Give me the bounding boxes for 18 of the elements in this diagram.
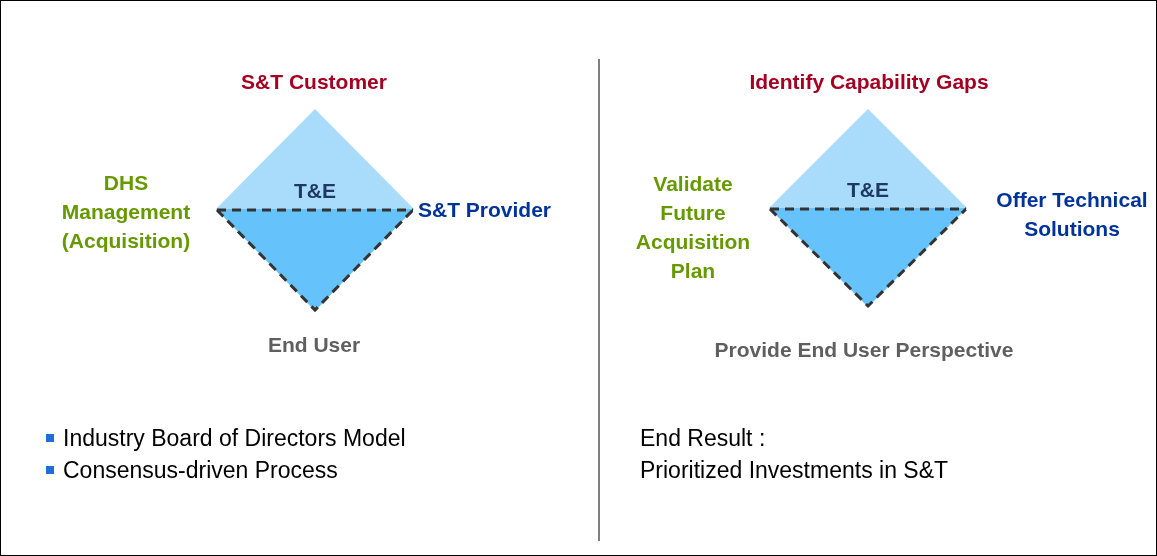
diamond-label: T&E <box>293 179 337 203</box>
result-text: End Result : <box>640 424 766 453</box>
heading-label: Identify Capability Gaps <box>748 69 990 95</box>
heading-label: S&T Customer <box>240 69 388 95</box>
diamond-upper-half <box>769 109 967 208</box>
diamond-upper-half <box>216 109 414 209</box>
diamond-label: T&E <box>846 178 890 202</box>
role-label: S&T Provider <box>418 197 553 223</box>
diamond-lower-half <box>769 208 967 307</box>
result-text: Prioritized Investments in S&T <box>640 456 949 485</box>
role-label: DHS Management (Acquisition) <box>60 170 192 254</box>
bullet-text: Industry Board of Directors Model <box>63 424 406 453</box>
role-label: End User <box>266 332 362 358</box>
role-label: Validate Future Acquisition Plan <box>634 171 752 284</box>
diamond-lower-half <box>216 209 414 311</box>
role-label: Offer Technical Solutions <box>995 187 1149 242</box>
role-label: Provide End User Perspective <box>713 337 1015 363</box>
bullet-text: Consensus-driven Process <box>63 456 338 485</box>
